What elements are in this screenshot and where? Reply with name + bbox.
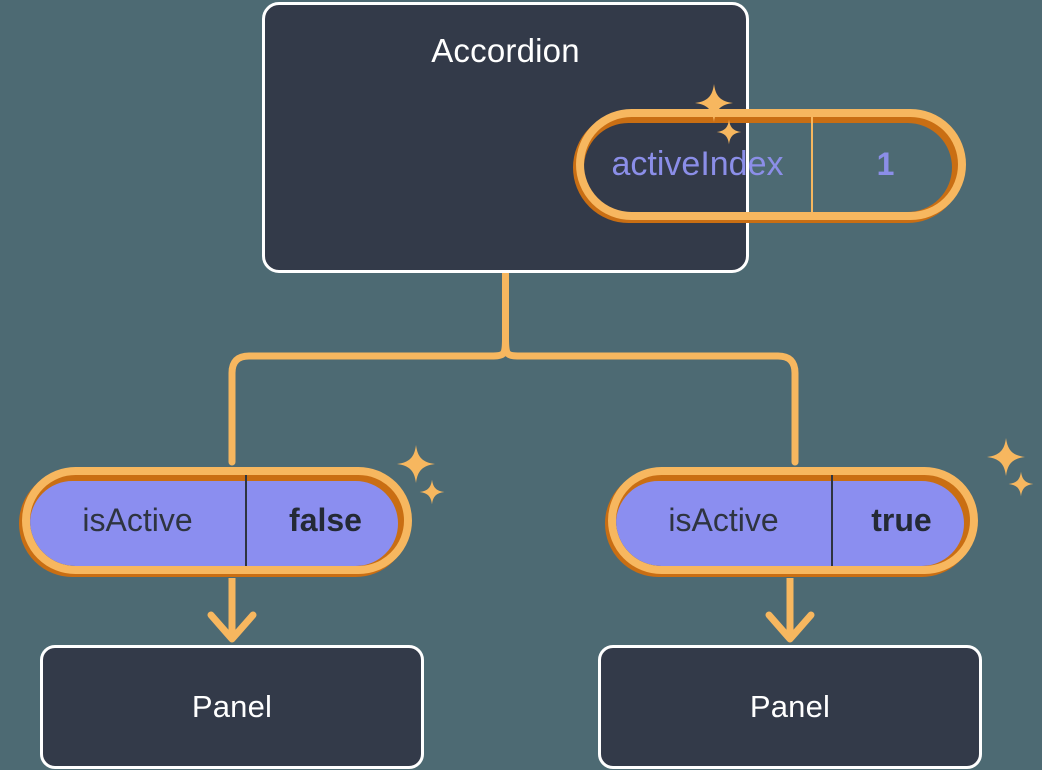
state-value-label: 1 <box>876 146 895 182</box>
component-card-accordion[interactable]: Accordion activeIndex 1 <box>262 2 966 273</box>
state-key-label: activeIndex <box>584 117 813 212</box>
arrow-head-left-icon <box>207 611 257 643</box>
sparkle-star-icon <box>987 438 1025 476</box>
component-card-panel-left[interactable]: Panel <box>40 645 424 769</box>
panel-title: Panel <box>191 689 273 724</box>
prop-pill-is-active-false[interactable]: isActive false <box>19 467 412 577</box>
component-card-panel-right[interactable]: Panel <box>598 645 982 769</box>
accordion-title: Accordion <box>431 32 580 69</box>
wire-branch-left <box>228 334 509 466</box>
prop-value-label: false <box>245 475 404 566</box>
wire-branch-right <box>502 334 799 466</box>
prop-pill-is-active-true[interactable]: isActive true <box>605 467 978 577</box>
prop-key-label: isActive <box>668 502 779 538</box>
arrow-head-right-icon <box>765 611 815 643</box>
panel-title: Panel <box>749 689 831 724</box>
sparkle-star-small-icon <box>419 479 445 505</box>
state-pill-active-index[interactable]: activeIndex 1 <box>573 109 966 223</box>
prop-value-label: true <box>831 475 970 566</box>
sparkle-star-small-icon <box>1008 471 1034 497</box>
prop-key-label: isActive <box>82 502 193 538</box>
